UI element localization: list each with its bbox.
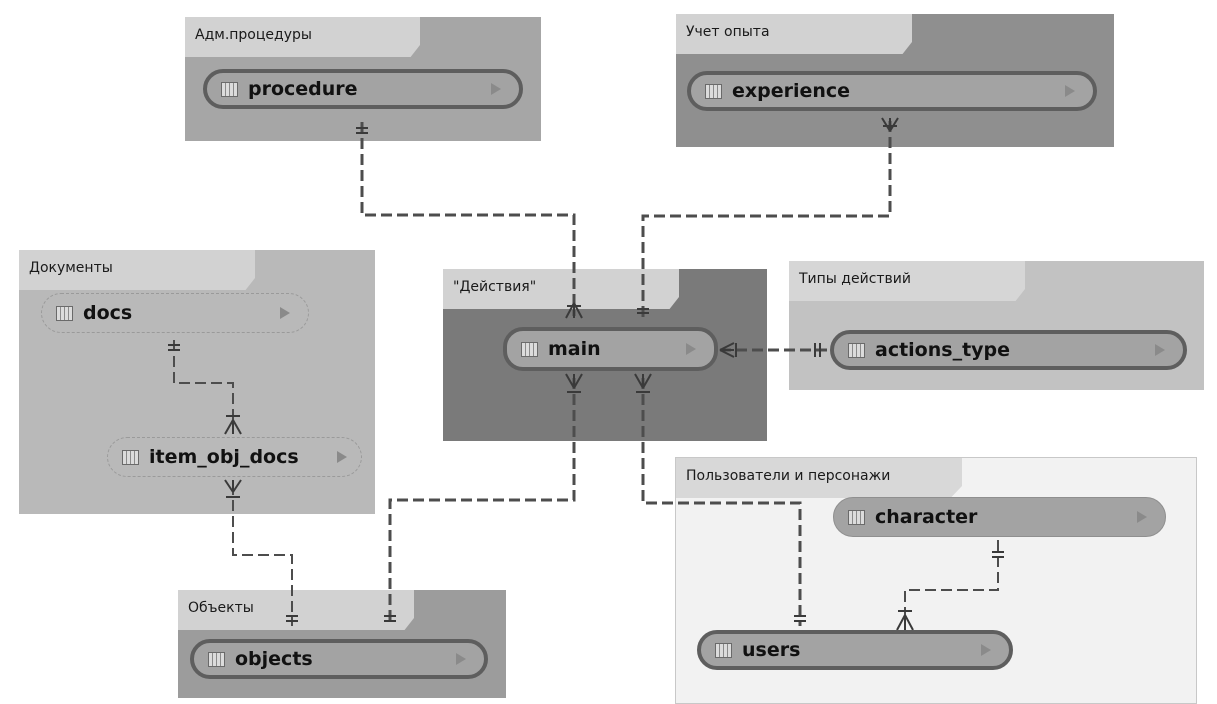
table-icon xyxy=(122,449,139,465)
group-tab: Адм.процедуры xyxy=(185,17,420,57)
entity-name: actions_type xyxy=(875,339,1011,361)
group-label: Адм.процедуры xyxy=(195,27,312,43)
group-label: Документы xyxy=(29,260,113,276)
expand-arrow-icon[interactable] xyxy=(337,451,347,463)
group-tab: Типы действий xyxy=(789,261,1025,301)
expand-arrow-icon[interactable] xyxy=(1065,85,1075,97)
expand-arrow-icon[interactable] xyxy=(1155,344,1165,356)
entity-name: main xyxy=(548,338,601,360)
many-marker xyxy=(634,373,652,393)
entity-item-obj-docs[interactable]: item_obj_docs xyxy=(107,437,362,477)
table-icon xyxy=(521,341,538,357)
entity-name: users xyxy=(742,639,801,661)
entity-docs[interactable]: docs xyxy=(41,293,309,333)
group-label: "Действия" xyxy=(453,279,537,295)
entity-main[interactable]: main xyxy=(503,327,718,371)
entity-procedure[interactable]: procedure xyxy=(203,69,523,109)
relationship-main-users xyxy=(641,378,802,626)
table-icon xyxy=(705,83,722,99)
expand-arrow-icon[interactable] xyxy=(456,653,466,665)
expand-arrow-icon[interactable] xyxy=(1137,511,1147,523)
relationship-main-objects xyxy=(388,378,576,626)
relationship-item-obj-docs-objects xyxy=(232,484,293,626)
entity-name: item_obj_docs xyxy=(149,446,299,468)
many-marker xyxy=(565,373,583,393)
relationship-experience-main xyxy=(641,121,892,318)
one-marker xyxy=(286,615,298,622)
many-marker xyxy=(565,302,583,319)
entity-name: experience xyxy=(732,80,851,102)
table-icon xyxy=(848,509,865,525)
entity-objects[interactable]: objects xyxy=(190,639,488,679)
table-icon xyxy=(208,651,225,667)
expand-arrow-icon[interactable] xyxy=(686,343,696,355)
many-marker xyxy=(881,117,899,132)
many-marker xyxy=(224,415,242,435)
relationship-procedure-main xyxy=(360,122,576,316)
entity-experience[interactable]: experience xyxy=(687,71,1097,111)
relationship-docs-item-obj-docs xyxy=(173,340,234,433)
one-marker xyxy=(356,127,368,134)
entity-name: objects xyxy=(235,648,313,670)
entity-users[interactable]: users xyxy=(697,630,1013,670)
one-marker xyxy=(814,343,821,357)
group-label: Типы действий xyxy=(799,271,911,287)
group-label: Учет опыта xyxy=(686,24,770,40)
entity-name: character xyxy=(875,506,978,528)
table-icon xyxy=(221,81,238,97)
group-tab: Пользователи и персонажи xyxy=(676,458,962,498)
one-marker xyxy=(384,615,396,622)
group-label: Объекты xyxy=(188,600,254,616)
entity-character[interactable]: character xyxy=(833,497,1166,537)
group-tab: Учет опыта xyxy=(676,14,912,54)
many-marker xyxy=(224,479,242,498)
group-tab: Документы xyxy=(19,250,255,290)
entity-name: procedure xyxy=(248,78,358,100)
group-tab: "Действия" xyxy=(443,269,679,309)
expand-arrow-icon[interactable] xyxy=(280,307,290,319)
table-icon xyxy=(848,342,865,358)
expand-arrow-icon[interactable] xyxy=(981,644,991,656)
table-icon xyxy=(715,642,732,658)
one-marker xyxy=(168,344,180,351)
table-icon xyxy=(56,305,73,321)
one-marker xyxy=(637,308,649,314)
entity-actions-type[interactable]: actions_type xyxy=(830,330,1187,370)
relationship-character-users xyxy=(904,540,999,625)
one-marker xyxy=(992,551,1004,558)
one-marker xyxy=(794,615,806,622)
many-marker xyxy=(719,342,737,358)
expand-arrow-icon[interactable] xyxy=(491,83,501,95)
group-tab: Объекты xyxy=(178,590,414,630)
many-marker xyxy=(896,610,914,631)
entity-name: docs xyxy=(83,302,133,324)
group-label: Пользователи и персонажи xyxy=(686,468,891,484)
